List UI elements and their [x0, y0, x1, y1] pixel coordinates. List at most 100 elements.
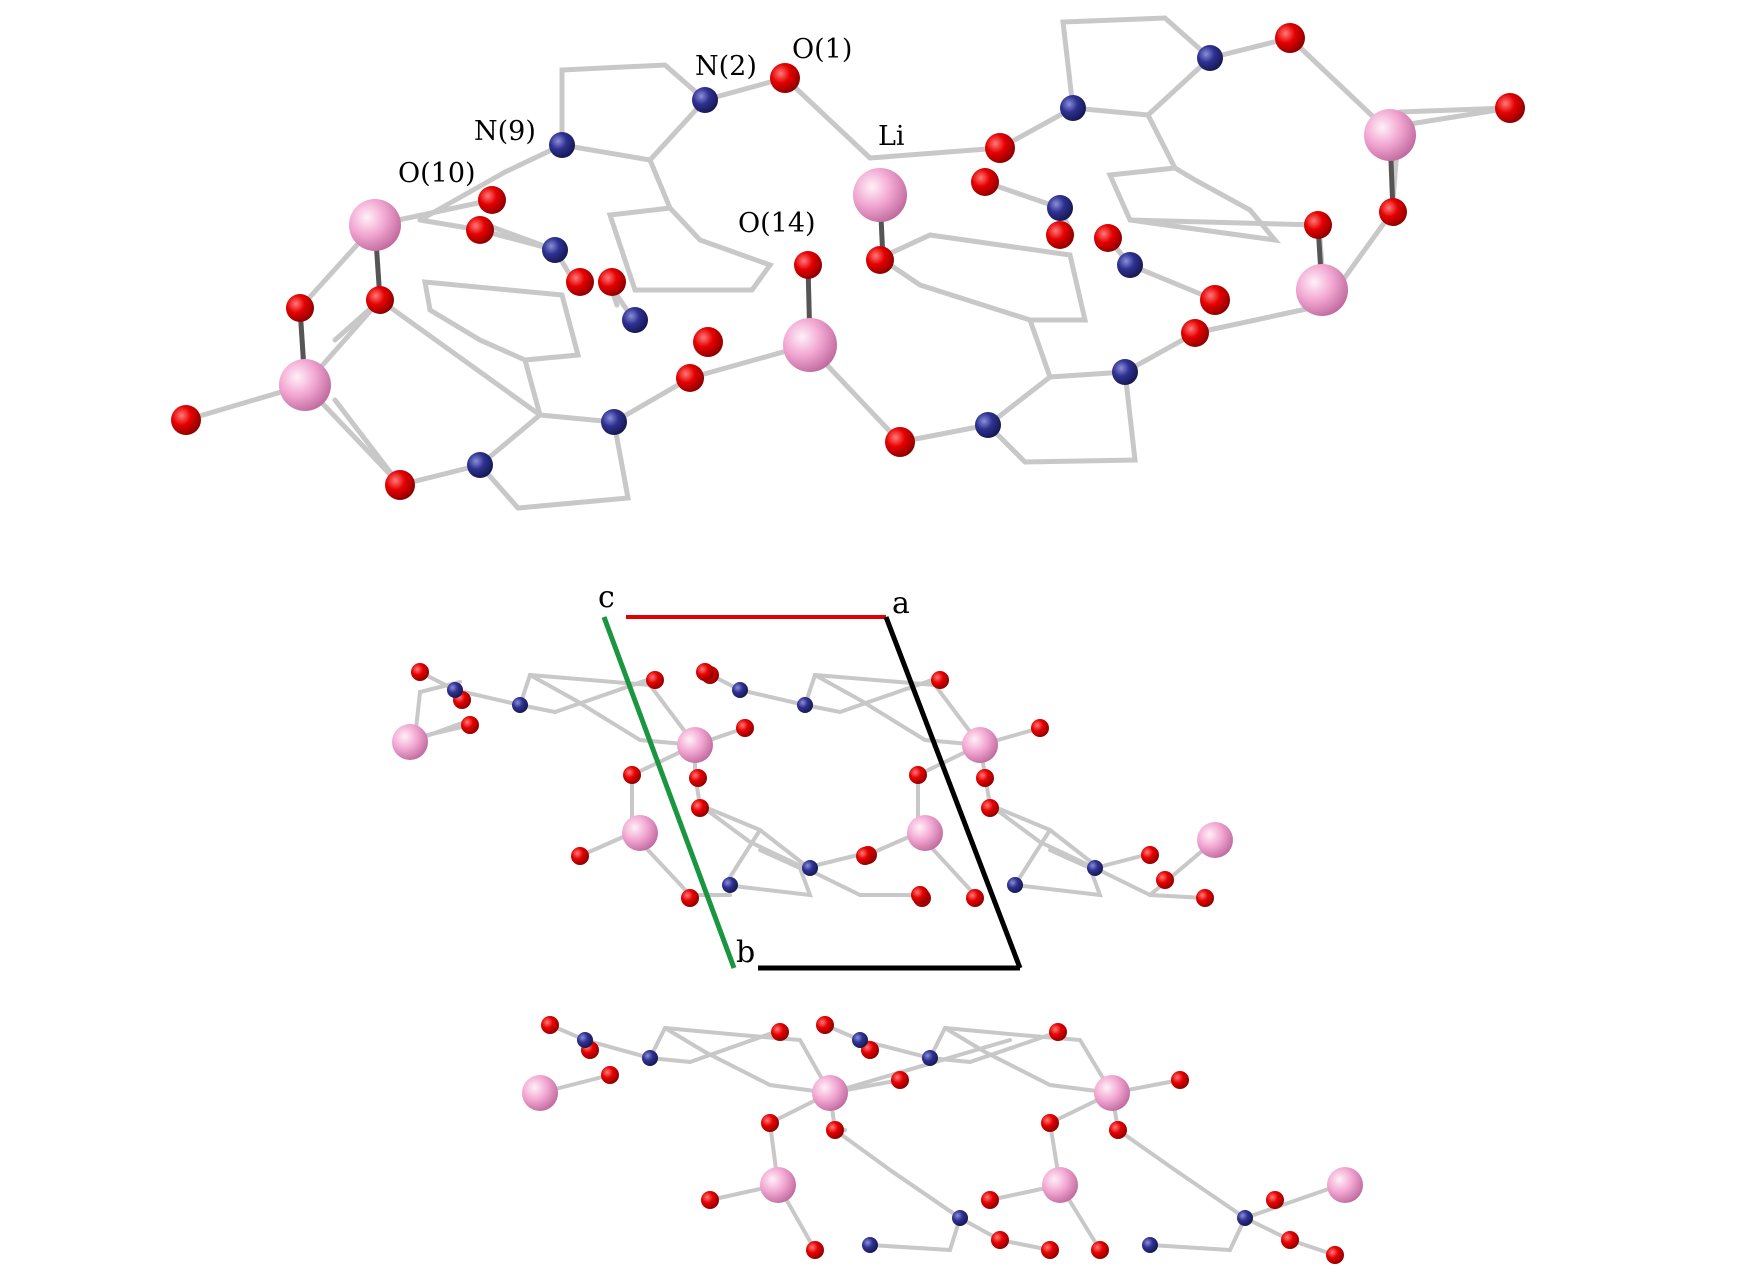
oxygen-atom	[794, 251, 822, 279]
oxygen-atom	[1091, 1241, 1109, 1259]
oxygen-atom	[478, 186, 506, 214]
oxygen-atom	[461, 716, 479, 734]
unit-cell-packing-view: c a b	[392, 580, 1233, 971]
bottom-atoms	[522, 1016, 1363, 1264]
oxygen-atom	[1041, 1114, 1059, 1132]
nitrogen-atom	[467, 452, 493, 478]
axis-label-a: a	[892, 586, 910, 621]
oxygen-atom	[1141, 846, 1159, 864]
oxygen-atom	[966, 889, 984, 907]
lithium-atom	[522, 1075, 558, 1111]
label-o10: O(10)	[398, 158, 476, 189]
nitrogen-atom	[549, 132, 575, 158]
nitrogen-atom	[622, 307, 648, 333]
oxygen-atom	[976, 769, 994, 787]
lithium-atom	[812, 1075, 848, 1111]
lithium-atom	[1094, 1075, 1130, 1111]
oxygen-atom	[1181, 319, 1209, 347]
nitrogen-atom	[642, 1050, 658, 1066]
nitrogen-atom	[692, 87, 718, 113]
oxygen-atom	[1304, 211, 1332, 239]
label-li: Li	[878, 121, 905, 152]
cell-edge-right	[883, 616, 1023, 969]
lithium-atom	[392, 724, 428, 760]
nitrogen-atom	[732, 682, 748, 698]
oxygen-atom	[1049, 1023, 1067, 1041]
lithium-atom	[783, 318, 837, 372]
oxygen-atom	[1046, 221, 1074, 249]
oxygen-atom	[981, 799, 999, 817]
oxygen-atom	[891, 1071, 909, 1089]
oxygen-atom	[1031, 719, 1049, 737]
nitrogen-atom	[1197, 45, 1223, 71]
oxygen-atom	[681, 889, 699, 907]
oxygen-atom	[909, 766, 927, 784]
nitrogen-atom	[512, 697, 528, 713]
oxygen-atom	[696, 663, 714, 681]
oxygen-atom	[1156, 871, 1174, 889]
oxygen-atom	[601, 1066, 619, 1084]
oxygen-atom	[701, 1191, 719, 1209]
oxygen-atom	[676, 364, 704, 392]
lithium-atom	[1042, 1167, 1078, 1203]
bottom-network-bonds	[538, 1023, 1342, 1257]
oxygen-atom	[1109, 1121, 1127, 1139]
top-molecular-chain: N(2) O(1) N(9) Li O(10) O(14)	[171, 15, 1525, 511]
oxygen-atom	[1196, 889, 1214, 907]
lithium-atoms	[279, 109, 1416, 411]
nitrogen-atom	[1142, 1237, 1158, 1253]
oxygen-atom	[911, 886, 929, 904]
oxygen-atom	[991, 1231, 1009, 1249]
lithium-atom	[677, 727, 713, 763]
oxygen-atom	[623, 766, 641, 784]
axis-b-line	[601, 616, 737, 969]
nitrogen-atom	[1112, 359, 1138, 385]
oxygen-atom	[1495, 93, 1525, 123]
oxygen-atom	[598, 268, 626, 296]
label-n2: N(2)	[695, 51, 757, 82]
axis-label-b: b	[736, 935, 755, 970]
lithium-atom	[962, 727, 998, 763]
oxygen-atom	[1281, 1231, 1299, 1249]
oxygen-atom	[171, 405, 201, 435]
lithium-atom	[853, 168, 907, 222]
oxygen-atom	[736, 719, 754, 737]
oxygen-atom	[541, 1016, 559, 1034]
oxygen-atom	[826, 1121, 844, 1139]
oxygen-atom	[1266, 1191, 1284, 1209]
middle-atoms	[392, 663, 1233, 907]
lithium-atom	[907, 815, 943, 851]
oxygen-atom	[1326, 1246, 1344, 1264]
oxygen-atom	[1275, 23, 1305, 53]
nitrogen-atom	[1047, 195, 1073, 221]
label-o1: O(1)	[792, 34, 852, 65]
nitrogen-atom	[542, 237, 568, 263]
nitrogen-atom	[922, 1050, 938, 1066]
bottom-packing-view	[522, 1016, 1363, 1264]
oxygen-atom	[689, 769, 707, 787]
oxygen-atom	[1171, 1071, 1189, 1089]
oxygen-atom	[1379, 198, 1407, 226]
oxygen-atom	[981, 1191, 999, 1209]
lithium-atom	[760, 1167, 796, 1203]
oxygen-atom	[971, 168, 999, 196]
carbon-bonds	[183, 15, 1513, 511]
label-n9: N(9)	[474, 116, 536, 147]
oxygen-atom	[1094, 224, 1122, 252]
nitrogen-atom	[577, 1032, 593, 1048]
nitrogen-atom	[1060, 95, 1086, 121]
lithium-atom	[279, 359, 331, 411]
oxygen-atom	[816, 1016, 834, 1034]
oxygen-atom	[646, 671, 664, 689]
nitrogen-atom	[1237, 1210, 1253, 1226]
oxygen-atom	[931, 671, 949, 689]
axis-label-c: c	[598, 580, 615, 615]
lithium-atom	[1197, 822, 1233, 858]
nitrogen-atom	[1007, 877, 1023, 893]
nitrogen-atom	[952, 1210, 968, 1226]
oxygen-atom	[1041, 1241, 1059, 1259]
nitrogen-atom	[722, 877, 738, 893]
oxygen-atom	[1200, 285, 1230, 315]
oxygen-atoms	[171, 23, 1525, 500]
